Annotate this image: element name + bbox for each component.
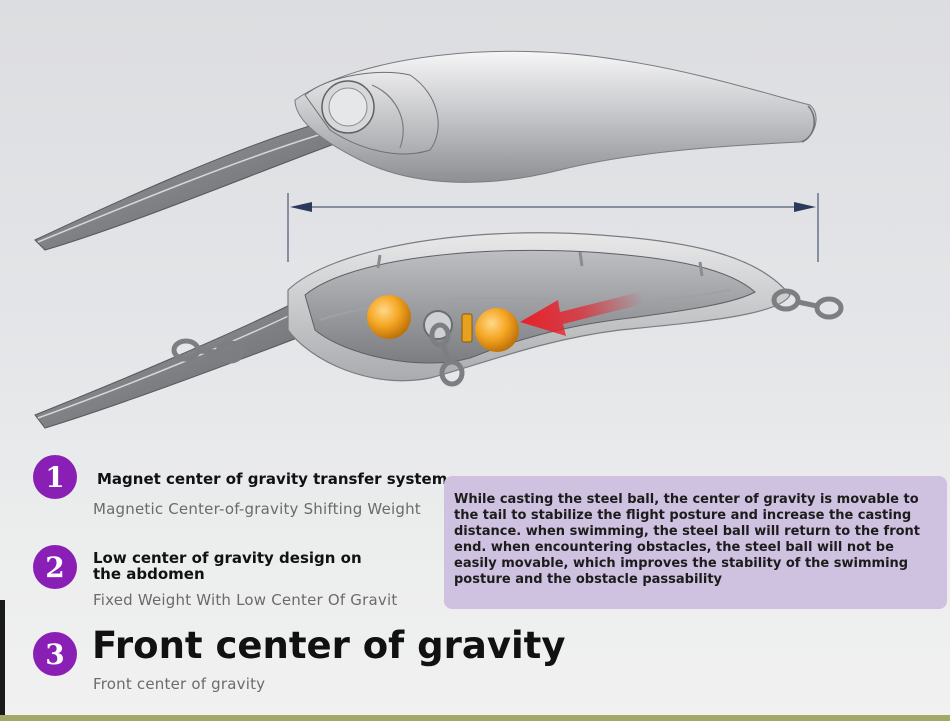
bottom-accent-bar bbox=[0, 715, 950, 721]
feature-3-subtitle: Front center of gravity bbox=[93, 675, 266, 693]
number-badge: 1 bbox=[33, 455, 77, 499]
lure-illustration bbox=[34, 50, 844, 429]
steel-ball-icon bbox=[367, 295, 411, 339]
feature-1-title: Magnet center of gravity transfer system bbox=[97, 470, 448, 488]
arrow-icon bbox=[520, 292, 643, 336]
feature-2-title: Low center of gravity design on the abdo… bbox=[93, 549, 362, 583]
split-ring-icon bbox=[429, 322, 465, 387]
feature-1-subtitle: Magnetic Center-of-gravity Shifting Weig… bbox=[93, 500, 421, 518]
split-ring-icon bbox=[171, 338, 245, 364]
feature-2-subtitle: Fixed Weight With Low Center Of Gravit bbox=[93, 591, 398, 609]
description-box: While casting the steel ball, the center… bbox=[444, 476, 947, 609]
feature-3-title: Front center of gravity bbox=[92, 624, 566, 667]
split-ring-icon bbox=[771, 288, 844, 320]
description-text: While casting the steel ball, the center… bbox=[454, 492, 921, 587]
number-badge: 2 bbox=[33, 545, 77, 589]
number-badge: 3 bbox=[33, 632, 77, 676]
left-accent-bar bbox=[0, 600, 5, 721]
steel-ball-icon bbox=[475, 308, 519, 352]
